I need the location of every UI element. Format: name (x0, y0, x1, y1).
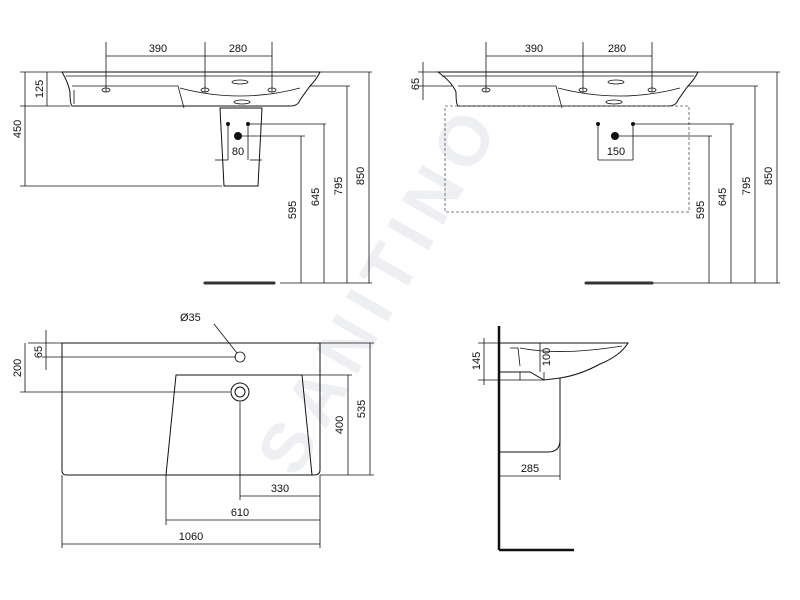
dim-330: 330 (271, 483, 289, 495)
dim-400: 400 (334, 416, 346, 434)
dim-280b: 280 (608, 43, 626, 55)
dim-145: 145 (471, 352, 483, 370)
dim-535: 535 (356, 400, 368, 418)
front-view-furniture: 390 280 65 150 595 645 795 850 (410, 42, 780, 285)
front-view-wall: 390 280 125 450 80 595 645 795 850 (12, 42, 372, 285)
dim-65c: 65 (33, 346, 45, 358)
dim-125: 125 (34, 80, 46, 98)
dim-285: 285 (521, 463, 539, 475)
dim-795b: 795 (741, 177, 753, 195)
dim-450: 450 (12, 120, 24, 138)
dim-150: 150 (607, 146, 625, 158)
dim-280: 280 (229, 43, 247, 55)
dim-595b: 595 (695, 201, 707, 219)
top-view: Ø35 65 200 400 535 330 610 1060 (12, 312, 374, 548)
dim-390b: 390 (525, 43, 543, 55)
dim-65: 65 (410, 78, 422, 90)
dim-diameter: Ø35 (180, 312, 201, 324)
dim-645b: 645 (717, 188, 729, 206)
dim-595: 595 (287, 201, 299, 219)
watermark: SANITINO (242, 89, 517, 487)
dim-200: 200 (12, 359, 24, 377)
dim-645: 645 (310, 188, 322, 206)
side-view: 145 100 285 (471, 326, 629, 552)
dim-100: 100 (541, 348, 553, 366)
dim-80: 80 (232, 146, 244, 158)
dim-610: 610 (231, 507, 249, 519)
dim-390: 390 (149, 43, 167, 55)
dim-850b: 850 (763, 167, 775, 185)
dim-795: 795 (333, 177, 345, 195)
dim-850: 850 (355, 167, 367, 185)
dim-1060: 1060 (179, 531, 203, 543)
